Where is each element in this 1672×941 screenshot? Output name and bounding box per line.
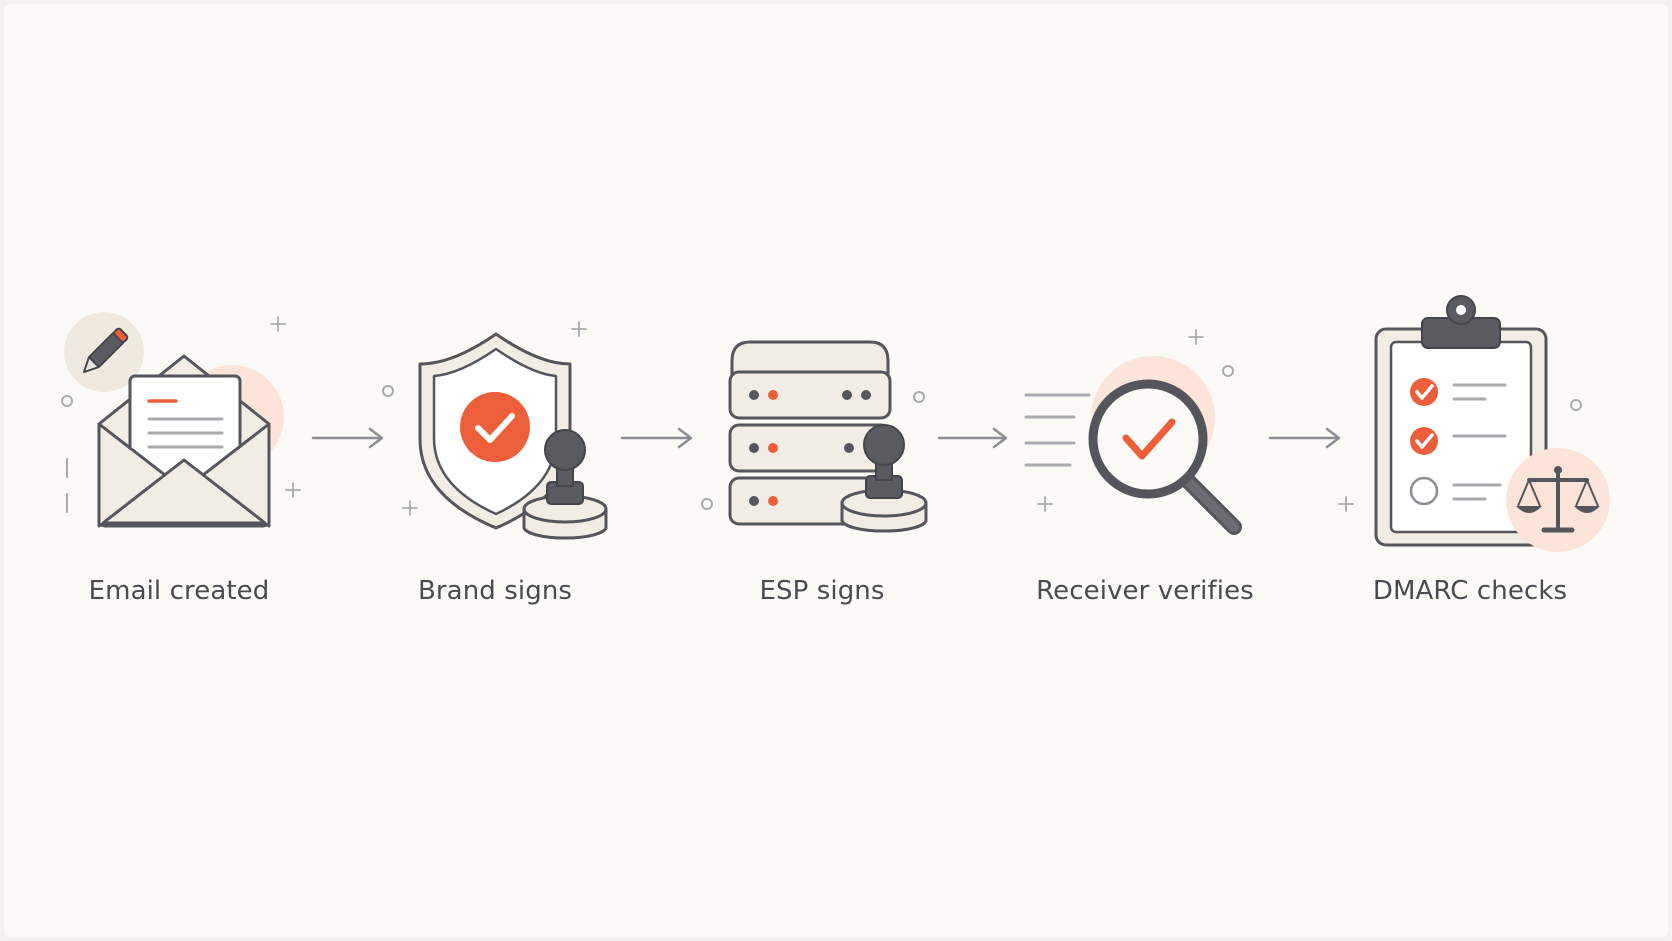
- scales-icon: [1506, 448, 1610, 552]
- step-label-esp-signs: ESP signs: [759, 576, 885, 606]
- step-label-dmarc-checks: DMARC checks: [1372, 576, 1568, 606]
- arrow-right-icon: [1268, 427, 1341, 449]
- arrow-right-icon: [620, 427, 693, 449]
- envelope-icon: [61, 312, 301, 528]
- flow-diagram: [61, 295, 1610, 552]
- server-stack-icon: [701, 340, 928, 533]
- magnifier-check-icon: [1024, 329, 1242, 535]
- pencil-icon: [82, 327, 129, 374]
- stamp-icon: [840, 424, 928, 533]
- shield-check-icon: [382, 321, 608, 540]
- stamp-icon: [522, 429, 608, 540]
- step-label-brand-signs: Brand signs: [417, 576, 573, 606]
- arrow-right-icon: [937, 427, 1008, 449]
- arrow-right-icon: [311, 427, 384, 449]
- diagram-canvas: Email created Brand signs ESP signs Rece…: [4, 4, 1668, 937]
- clipboard-checklist-icon: [1338, 295, 1610, 552]
- step-label-email-created: Email created: [88, 576, 270, 606]
- step-label-receiver-verifies: Receiver verifies: [1036, 576, 1254, 606]
